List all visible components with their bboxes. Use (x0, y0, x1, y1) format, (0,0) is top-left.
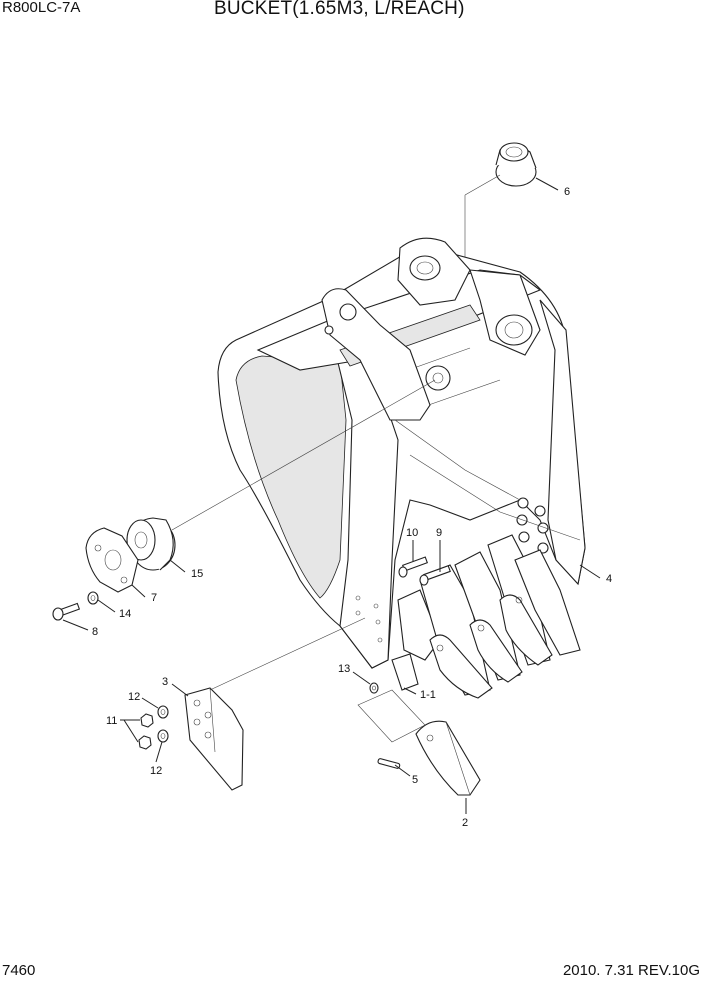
callout-4: 4 (606, 573, 612, 585)
callout-5: 5 (412, 774, 418, 786)
callout-2: 2 (462, 817, 468, 829)
callout-12-lower: 12 (150, 765, 162, 777)
pin-5 (377, 758, 401, 769)
assembly-line (357, 689, 426, 743)
bolt-9 (419, 565, 451, 586)
bolt-10 (398, 556, 429, 578)
callout-13: 13 (338, 663, 350, 675)
washer-12-upper (157, 705, 169, 719)
callout-15: 15 (191, 568, 203, 580)
side-cutter-part (184, 687, 244, 791)
side-plate-part (85, 527, 139, 593)
teeth-assembly (391, 534, 581, 699)
assembly-line (209, 617, 366, 691)
model-number: R800LC-7A (2, 0, 81, 16)
bucket-body (217, 237, 586, 669)
callout-9: 9 (436, 527, 442, 539)
page-title: BUCKET(1.65M3, L/REACH) (214, 0, 465, 19)
callout-8: 8 (92, 626, 98, 638)
callout-11: 11 (106, 715, 117, 727)
leader-lines (62, 177, 601, 814)
bolt-8 (52, 602, 81, 621)
washer-12-lower (157, 729, 169, 743)
boss-part (126, 517, 176, 571)
assembly-line (464, 174, 501, 196)
callout-3: 3 (162, 676, 168, 688)
callout-12-upper: 12 (128, 691, 140, 703)
callout-7: 7 (151, 592, 157, 604)
page-number: 7460 (2, 962, 36, 979)
callout-1-1: 1-1 (420, 689, 436, 701)
nut-11-lower (138, 735, 152, 750)
washer-14 (87, 591, 99, 605)
assembly-line (171, 379, 436, 531)
callout-14: 14 (119, 608, 131, 620)
callout-10: 10 (406, 527, 418, 539)
tooth-tip-part (415, 720, 481, 796)
nut-11-upper (140, 713, 154, 728)
callout-6: 6 (564, 186, 570, 198)
bushing-part (495, 142, 537, 187)
revision-date: 2010. 7.31 REV.10G (562, 962, 700, 979)
lock-13 (369, 682, 379, 694)
